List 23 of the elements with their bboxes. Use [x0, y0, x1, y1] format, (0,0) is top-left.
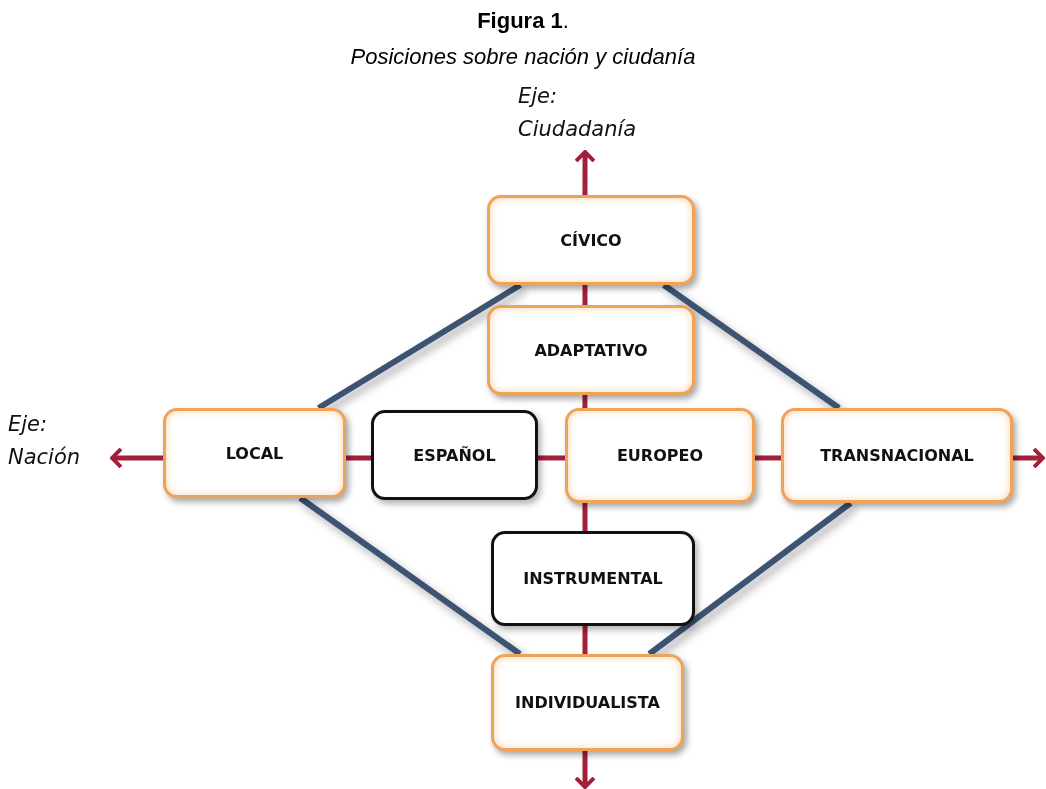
axis-arrow	[574, 751, 596, 789]
position-box: ESPAÑOL	[371, 410, 538, 500]
axis-arrow	[110, 447, 163, 469]
axis-label: Eje: Ciudadanía	[518, 80, 668, 146]
position-box: EUROPEO	[565, 408, 755, 503]
connector-line	[346, 455, 371, 461]
figure-title: Figura 1.	[476, 8, 570, 34]
connector-line	[538, 455, 565, 461]
connector-line	[582, 285, 588, 305]
position-box: LOCAL	[163, 408, 346, 498]
axis-arrow	[1013, 447, 1045, 469]
axis-arrow	[574, 150, 597, 195]
position-box: INDIVIDUALISTA	[491, 654, 684, 751]
connector-line	[582, 503, 588, 531]
position-box: CÍVICO	[487, 195, 695, 285]
position-box: INSTRUMENTAL	[491, 531, 695, 626]
figure-caption: Posiciones sobre nación y ciudanía	[349, 44, 697, 70]
connector-line	[582, 626, 588, 654]
axis-label: Eje: Nación	[8, 408, 108, 474]
position-box: ADAPTATIVO	[487, 305, 695, 395]
connector-line	[755, 455, 781, 461]
position-box: TRANSNACIONAL	[781, 408, 1013, 503]
connector-line	[582, 395, 588, 408]
